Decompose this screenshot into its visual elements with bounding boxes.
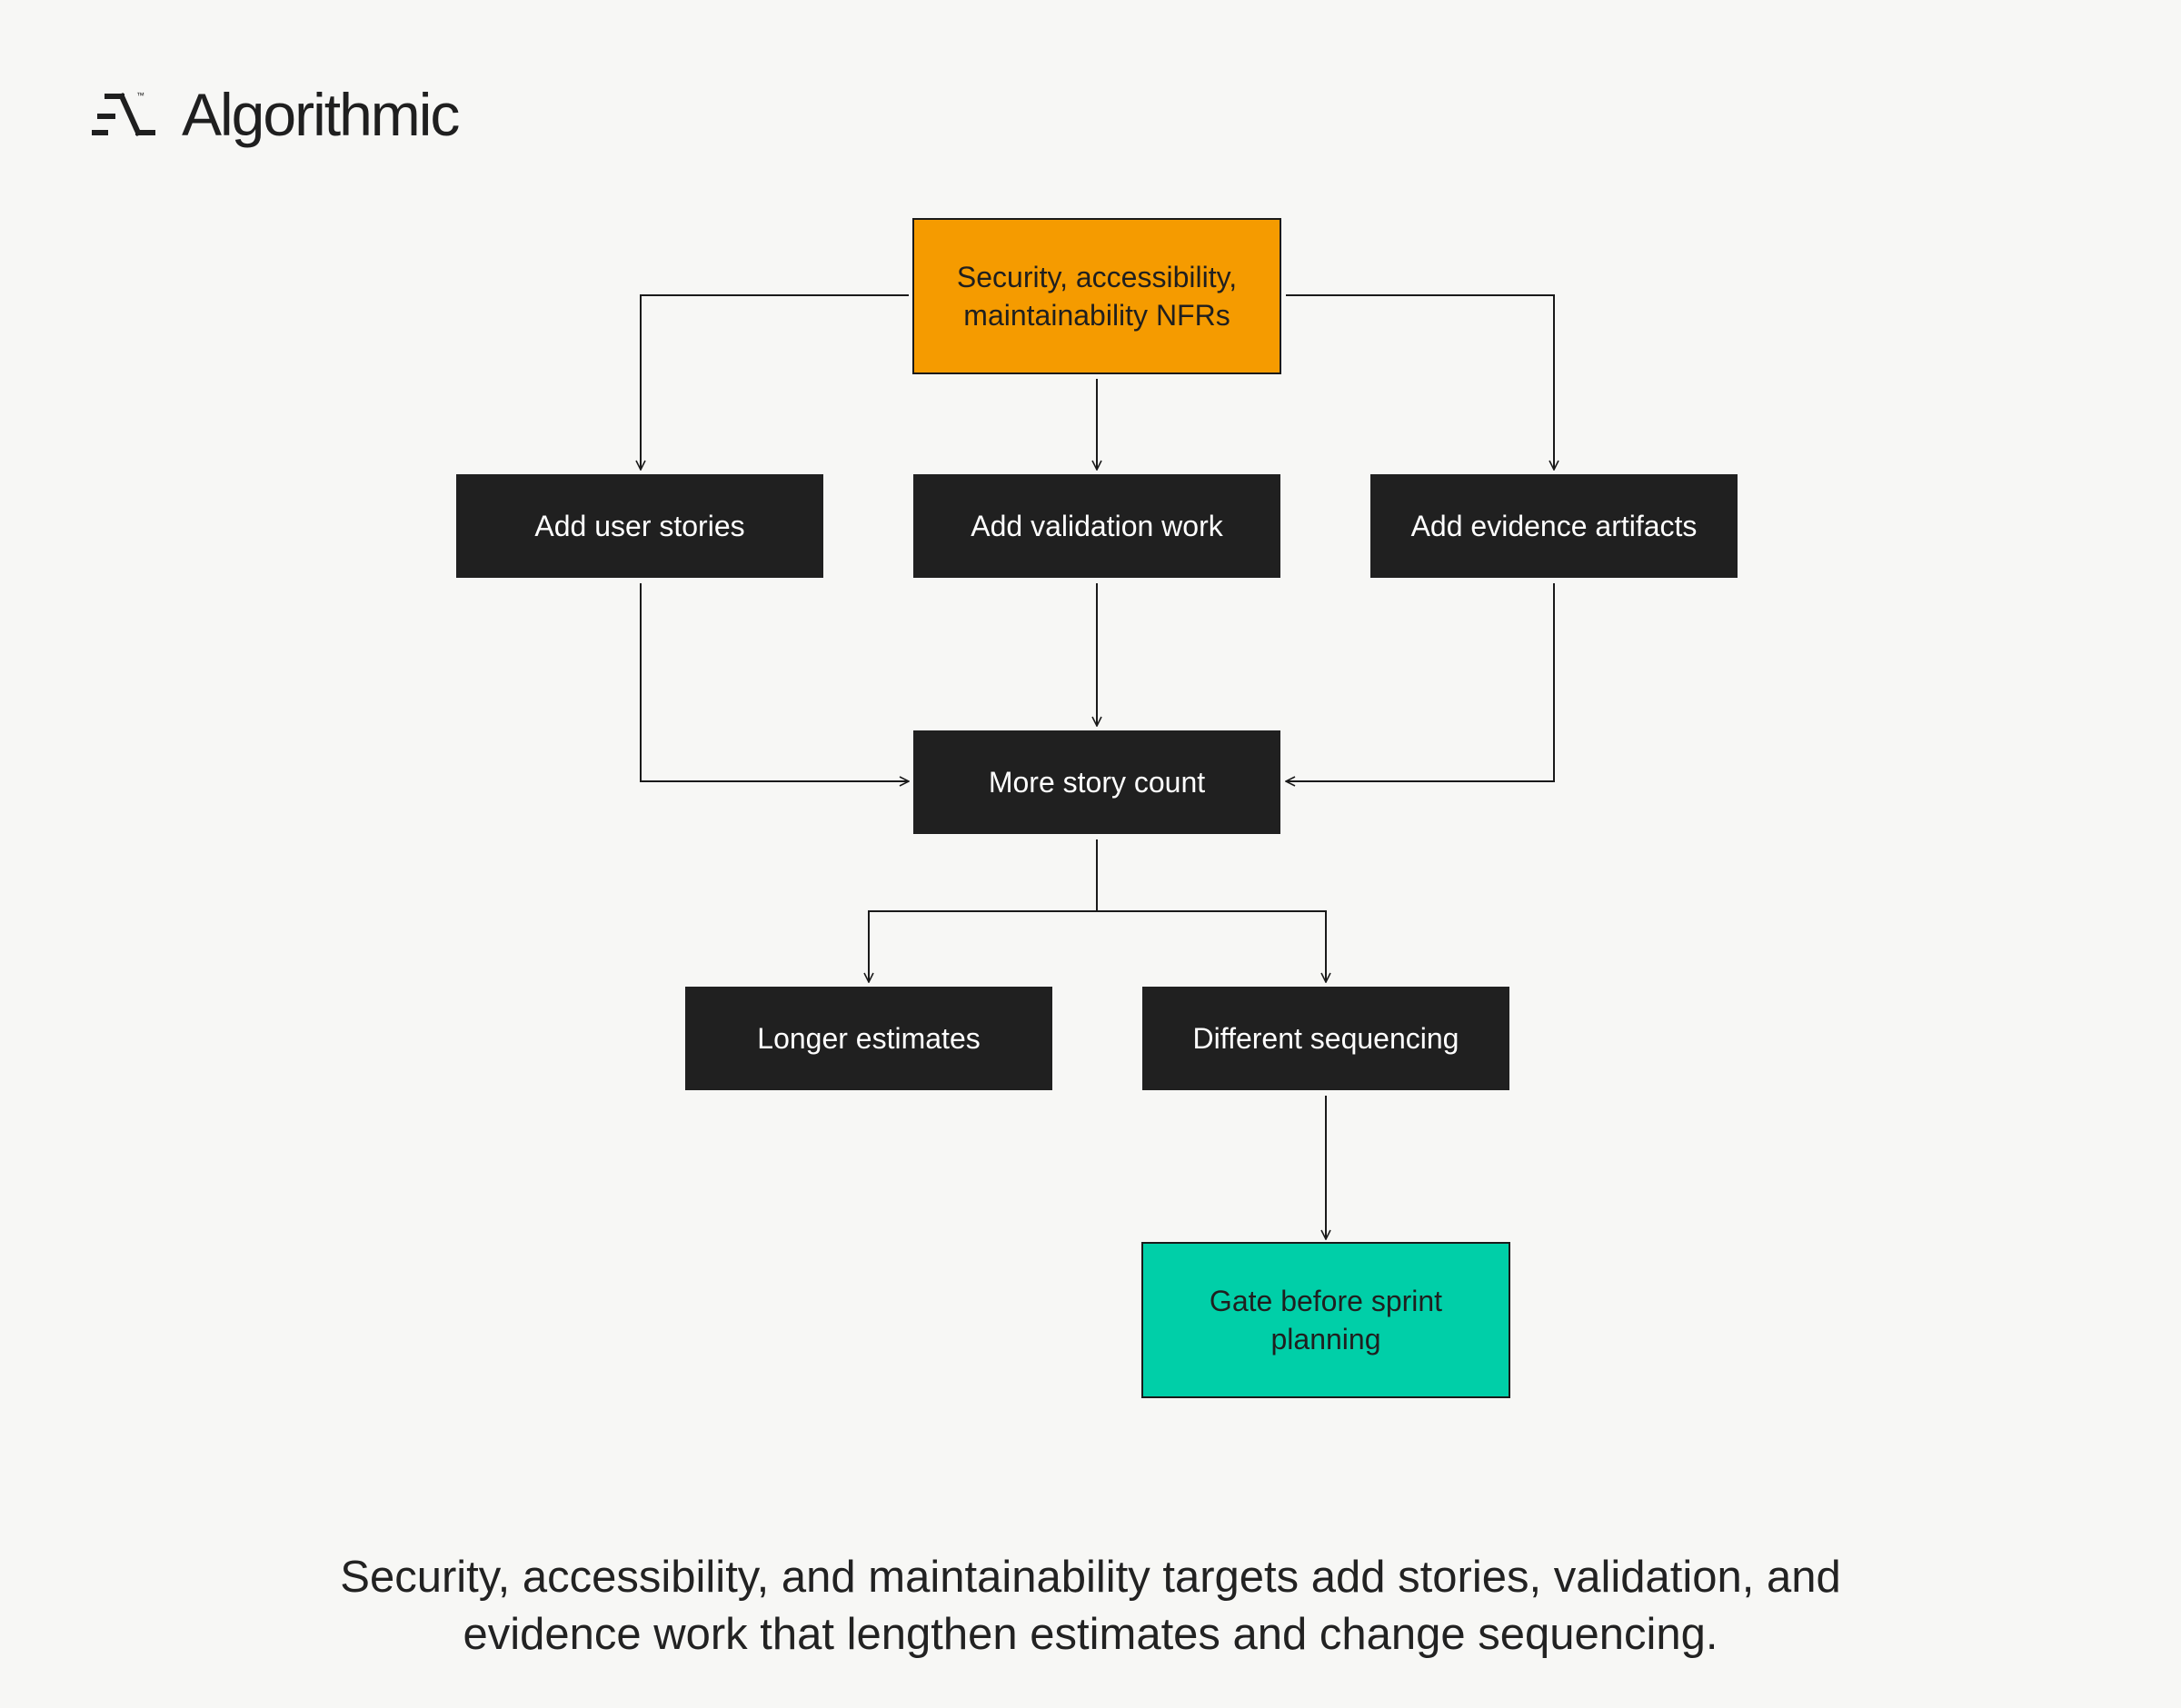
diagram-caption: Security, accessibility, and maintainabi… — [0, 1549, 2181, 1663]
brand-logo: ™ Algorithmic — [91, 80, 460, 149]
node-user-stories: Add user stories — [456, 474, 823, 578]
edge-nfrs-user-stories — [641, 294, 909, 470]
caption-line-2: evidence work that lengthen estimates an… — [463, 1610, 1718, 1659]
node-evidence-label: Add evidence artifacts — [1411, 510, 1698, 542]
node-story-count: More story count — [913, 730, 1280, 834]
node-nfrs-label-line2: maintainability NFRs — [963, 299, 1230, 332]
edge-nfrs-evidence — [1286, 294, 1554, 470]
connectors — [640, 294, 1555, 1239]
algorithmic-logo-icon: ™ — [92, 91, 155, 136]
edge-story-count-sequencing — [1097, 910, 1326, 982]
brand-name: Algorithmic — [182, 81, 460, 148]
node-validation: Add validation work — [913, 474, 1280, 578]
node-gate: Gate before sprint planning — [1141, 1242, 1510, 1398]
edge-evidence-story-count — [1286, 583, 1555, 781]
node-nfrs: Security, accessibility, maintainability… — [912, 218, 1281, 374]
edge-user-stories-story-count — [640, 583, 909, 781]
node-estimates: Longer estimates — [685, 987, 1052, 1090]
node-sequencing: Different sequencing — [1142, 987, 1509, 1090]
node-story-count-label: More story count — [989, 766, 1205, 799]
node-gate-label-line1: Gate before sprint — [1210, 1285, 1442, 1317]
trademark-symbol: ™ — [136, 91, 144, 100]
node-evidence: Add evidence artifacts — [1370, 474, 1738, 578]
node-sequencing-label: Different sequencing — [1193, 1022, 1459, 1055]
caption-line-1: Security, accessibility, and maintainabi… — [340, 1553, 1841, 1602]
edge-story-count-estimates — [869, 839, 1098, 982]
node-user-stories-label: Add user stories — [534, 510, 744, 542]
node-gate-label-line2: planning — [1271, 1323, 1381, 1355]
node-nfrs-label-line1: Security, accessibility, — [957, 261, 1237, 293]
node-estimates-label: Longer estimates — [757, 1022, 980, 1055]
node-validation-label: Add validation work — [971, 510, 1223, 542]
